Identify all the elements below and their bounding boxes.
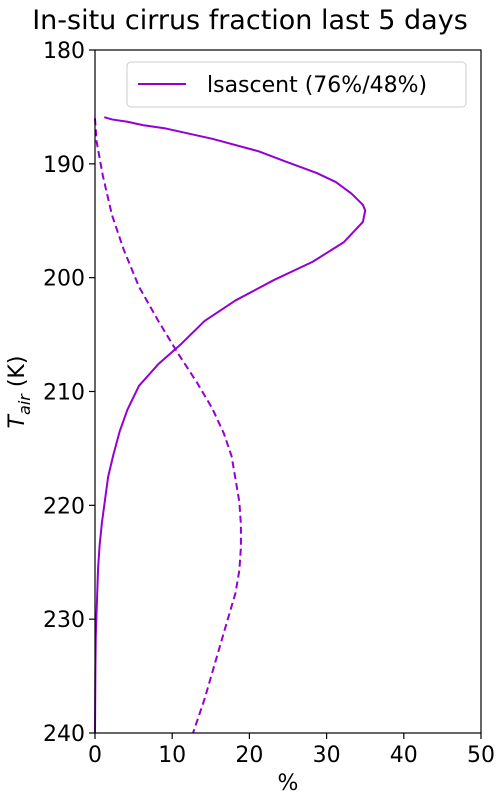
legend-box <box>126 61 467 108</box>
y-tick-label: 220 <box>43 494 85 519</box>
y-tick-label: 210 <box>43 381 85 406</box>
x-axis-ticks: 0 10 20 30 40 50 <box>88 733 495 768</box>
y-tick-label: 200 <box>43 267 85 292</box>
x-tick-label: 10 <box>158 743 186 768</box>
series-line-solid <box>94 116 367 734</box>
y-axis-label-main: T <box>5 413 30 428</box>
y-tick-label: 230 <box>43 608 85 633</box>
x-tick-label: 20 <box>235 743 263 768</box>
y-axis-ticks: 180 190 200 210 220 230 240 <box>43 39 95 747</box>
series-line-dashed <box>94 118 242 734</box>
x-tick-label: 0 <box>88 743 102 768</box>
x-axis-label: % <box>278 771 299 796</box>
y-axis-label: Tair (K) <box>5 356 34 429</box>
y-tick-label: 180 <box>43 39 85 64</box>
y-tick-label: 240 <box>43 722 85 747</box>
y-axis-label-subscript: air <box>15 393 34 415</box>
x-tick-label: 30 <box>313 743 341 768</box>
chart-title: In-situ cirrus fraction last 5 days <box>32 5 468 36</box>
y-axis-label-unit: (K) <box>5 356 30 395</box>
x-tick-label: 40 <box>390 743 418 768</box>
legend-label: lsascent (76%/48%) <box>207 73 427 98</box>
x-tick-label: 50 <box>467 743 495 768</box>
legend: lsascent (76%/48%) <box>126 61 467 108</box>
y-tick-label: 190 <box>43 153 85 178</box>
plot-frame <box>94 49 482 734</box>
plot-series-group <box>94 116 367 734</box>
